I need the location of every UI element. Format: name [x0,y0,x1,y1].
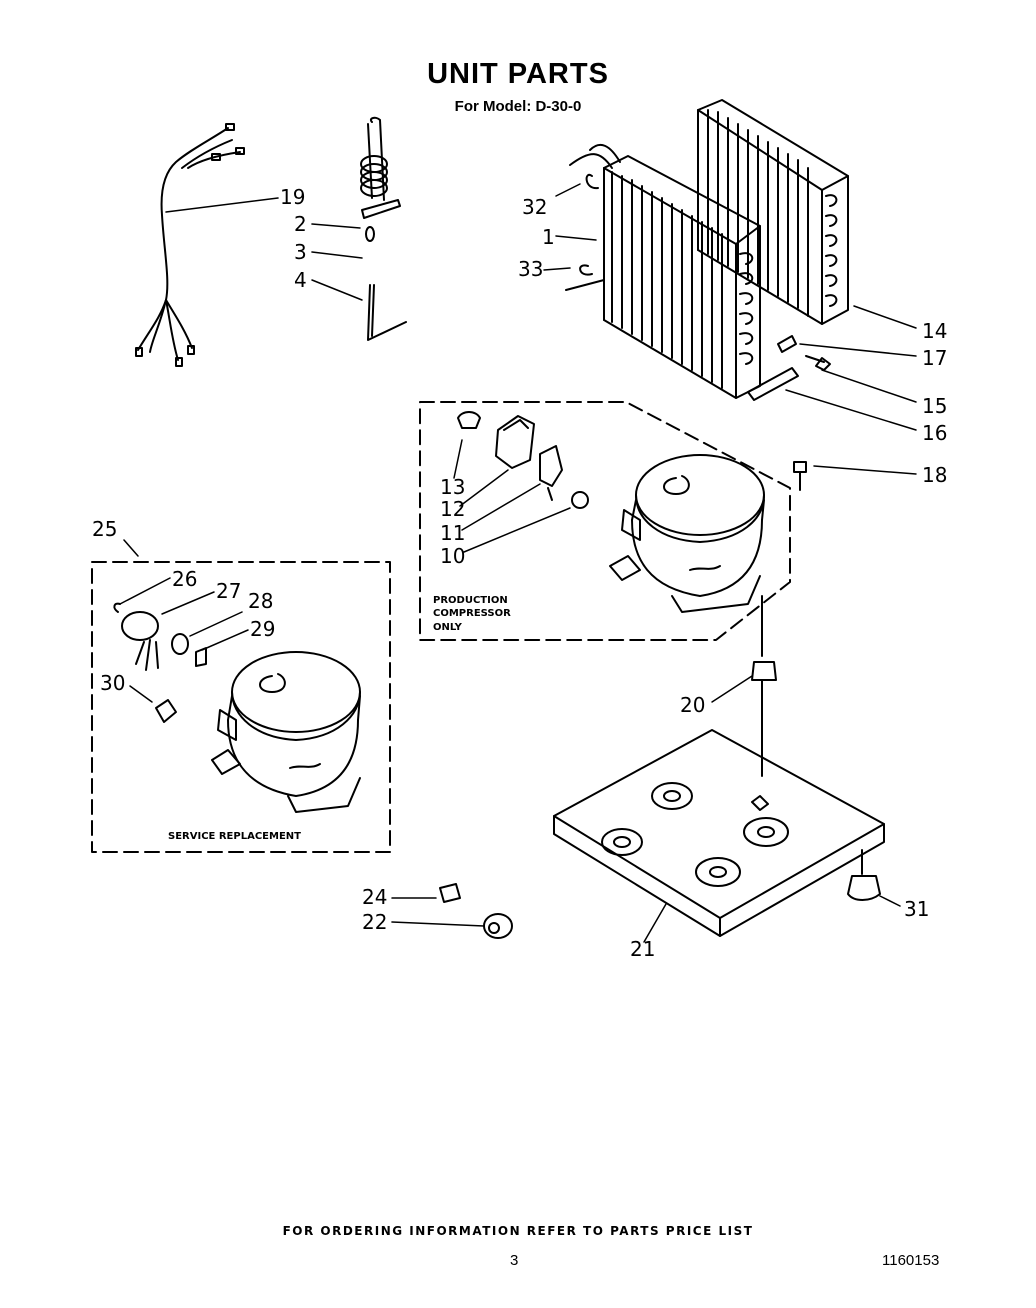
page-number: 3 [510,1252,519,1269]
mounting-bolt-part [751,461,807,777]
callout-18: 18 [922,463,947,487]
production-label-line2: COMPRESSOR [433,608,511,619]
page-title: UNIT PARTS [427,58,609,90]
production-label-line3: ONLY [433,622,463,633]
callout-labels: 19 2 3 4 32 1 33 14 17 15 16 18 13 12 11… [92,185,947,961]
callout-2: 2 [294,212,307,236]
callout-17: 17 [922,346,947,370]
callout-13: 13 [440,475,465,499]
callout-28: 28 [248,589,273,613]
condenser-coil-part [565,99,849,401]
production-compressor-box [419,401,791,641]
callout-26: 26 [172,567,197,591]
callout-16: 16 [922,421,947,445]
callout-4: 4 [294,268,307,292]
callout-3: 3 [294,240,307,264]
callout-27: 27 [216,579,241,603]
production-compressor-part [457,411,765,613]
production-label-line1: PRODUCTION [433,595,508,606]
callout-30: 30 [100,671,125,695]
callout-32: 32 [522,195,547,219]
callout-21: 21 [630,937,655,961]
callout-20: 20 [680,693,705,717]
callout-leaders [119,183,917,943]
callout-25: 25 [92,517,117,541]
wiring-harness-part [135,123,245,367]
service-replacement-box [91,561,391,853]
callout-15: 15 [922,394,947,418]
callout-24: 24 [362,885,387,909]
callout-12: 12 [440,497,465,521]
callout-14: 14 [922,319,947,343]
service-compressor-part [113,602,361,813]
callout-33: 33 [518,257,543,281]
service-replacement-label: SERVICE REPLACEMENT [168,831,301,842]
callout-22: 22 [362,910,387,934]
callout-31: 31 [904,897,929,921]
callout-10: 10 [440,544,465,568]
capillary-assembly-part [360,116,407,341]
callout-19: 19 [280,185,305,209]
callout-29: 29 [250,617,275,641]
box-labels: PRODUCTION COMPRESSOR ONLY SERVICE REPLA… [168,595,511,842]
ordering-info-footer: FOR ORDERING INFORMATION REFER TO PARTS … [282,1224,754,1238]
document-number: 1160153 [882,1252,940,1269]
callout-11: 11 [440,521,465,545]
base-pan-part [439,729,885,939]
callout-1: 1 [542,225,555,249]
model-subtitle: For Model: D-30-0 [454,98,582,115]
